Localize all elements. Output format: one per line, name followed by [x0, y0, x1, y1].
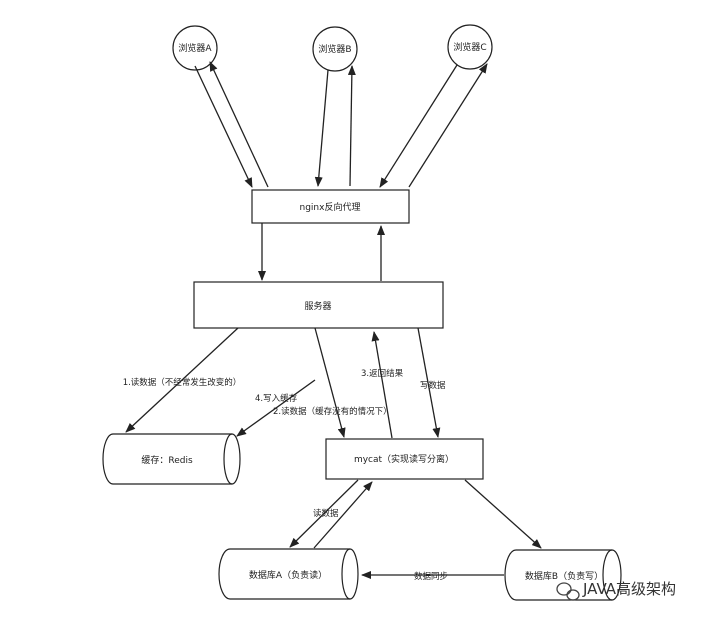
database-a-node: 数据库A（负责读）: [218, 548, 359, 600]
database-b-node: 数据库B（负责写）: [504, 549, 622, 601]
redis-cache-node: 缓存：Redis: [102, 433, 241, 485]
browser-b-label: 浏览器B: [318, 43, 351, 55]
arrow-db-a-to-mycat: [313, 481, 373, 549]
browser-a-node: 浏览器A: [172, 25, 218, 71]
arrow-mycat-to-db-b: [464, 479, 542, 549]
watermark-text: JAVA高级架构: [582, 580, 676, 598]
arrow-nginx-to-browser-a: [209, 61, 269, 188]
browser-c-label: 浏览器C: [453, 41, 486, 53]
arrow-server-write-redis: [236, 379, 316, 437]
mycat-node: mycat（实现读写分离）: [325, 438, 484, 480]
arrow-browser-a-to-nginx: [194, 65, 253, 188]
label-read-db: 2.读数据（缓存没有的情况下）: [273, 406, 392, 417]
nginx-label: nginx反向代理: [300, 201, 361, 213]
database-b-label: 数据库B（负责写）: [525, 570, 603, 582]
label-read-cache: 1.读数据（不经常发生改变的）: [123, 377, 242, 388]
arrow-nginx-to-browser-c: [408, 63, 488, 188]
arrow-server-to-redis: [125, 327, 239, 433]
mycat-label: mycat（实现读写分离）: [354, 453, 454, 465]
browser-a-label: 浏览器A: [178, 42, 212, 54]
browser-b-node: 浏览器B: [312, 26, 358, 72]
label-read-data: 读数据: [313, 508, 339, 519]
watermark: JAVA高级架构: [556, 580, 676, 601]
label-data-sync: 数据同步: [414, 571, 448, 582]
arrow-server-to-mycat-write: [417, 327, 441, 438]
arrow-browser-c-to-nginx: [379, 64, 458, 188]
redis-label: 缓存：Redis: [141, 454, 193, 466]
database-a-label: 数据库A（负责读）: [249, 569, 327, 581]
arrow-mycat-to-db-a: [289, 479, 359, 548]
label-write-cache: 4.写入缓存: [255, 393, 298, 404]
nginx-node: nginx反向代理: [251, 189, 410, 224]
label-return-result: 3.返回结果: [361, 368, 404, 379]
label-write-data: 写数据: [420, 380, 446, 391]
server-node: 服务器: [193, 281, 444, 329]
arrow-browser-b-to-nginx: [314, 69, 329, 187]
arrow-server-to-mycat-read: [314, 327, 346, 438]
arrow-mycat-to-server: [371, 331, 393, 439]
arrow-nginx-to-browser-b: [347, 65, 356, 187]
server-label: 服务器: [304, 300, 331, 312]
wechat-icon: [556, 582, 580, 601]
browser-c-node: 浏览器C: [447, 24, 493, 70]
